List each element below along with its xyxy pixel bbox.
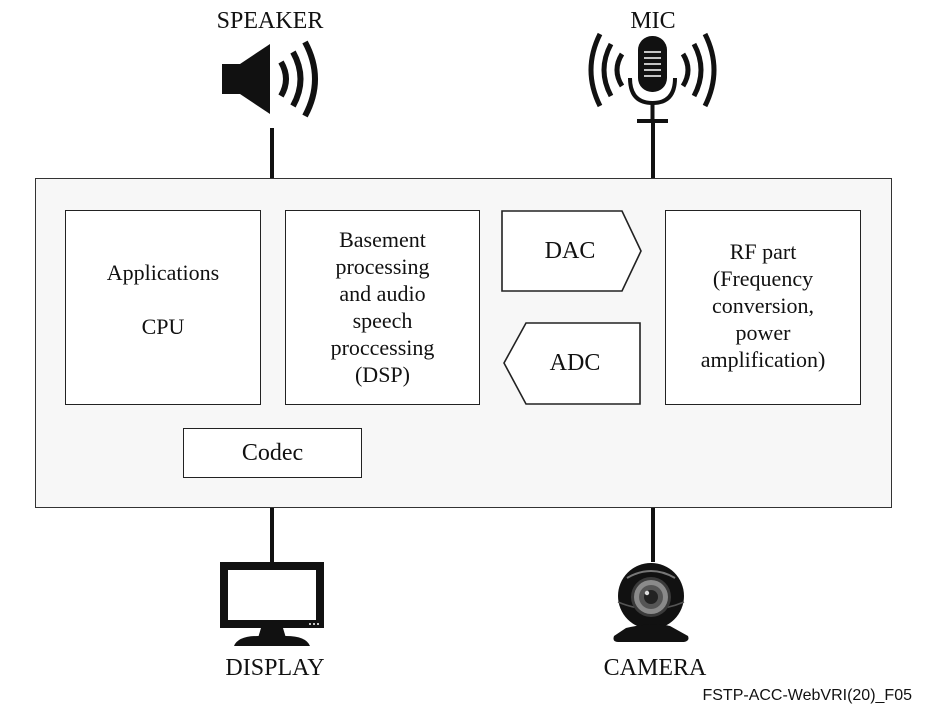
applications-cpu-block (65, 210, 261, 405)
dsp-line-3: and audio (339, 281, 426, 306)
mic-connector (651, 123, 655, 179)
codec-label: Codec (241, 440, 304, 466)
camera-connector (651, 507, 655, 562)
rf-text: RF part (Frequency conversion, power amp… (665, 230, 861, 380)
dac-label: DAC (544, 238, 596, 264)
monitor-icon (220, 562, 324, 646)
microphone-icon (588, 32, 717, 123)
rf-line-2: (Frequency (712, 265, 814, 291)
dsp-line-2: processing (335, 254, 430, 279)
dsp-line-4: speech (352, 308, 413, 333)
speaker-icon (222, 40, 318, 118)
camera-label: CAMERA (603, 655, 707, 681)
dsp-line-6: (DSP) (354, 362, 410, 387)
dsp-block (285, 210, 480, 405)
applications-label: Applications (106, 260, 220, 285)
rf-line-4: power (735, 319, 791, 345)
speaker-connector (270, 128, 274, 179)
rf-block (665, 210, 861, 405)
rf-line-3: conversion, (711, 292, 815, 318)
mic-label: MIC (630, 8, 676, 34)
display-connector (270, 507, 274, 563)
cpu-label: CPU (141, 314, 185, 339)
adc-shape (503, 322, 641, 405)
codec-block (183, 428, 362, 478)
dac-shape (501, 210, 642, 292)
rf-line-5: amplification) (700, 346, 826, 372)
figure-identifier: FSTP-ACC-WebVRI(20)_F05 (702, 687, 912, 704)
speaker-label: SPEAKER (216, 8, 324, 34)
rf-line-1: RF part (729, 238, 797, 264)
adc-label: ADC (549, 350, 601, 376)
applications-cpu-text: Applications CPU (65, 250, 261, 350)
dsp-line-1: Basement (339, 227, 426, 252)
display-label: DISPLAY (225, 655, 325, 681)
webcam-icon (613, 563, 689, 642)
converter-shapes (501, 210, 642, 405)
dsp-text: Basement processing and audio speech pro… (285, 218, 480, 396)
dsp-line-5: proccessing (330, 335, 435, 360)
